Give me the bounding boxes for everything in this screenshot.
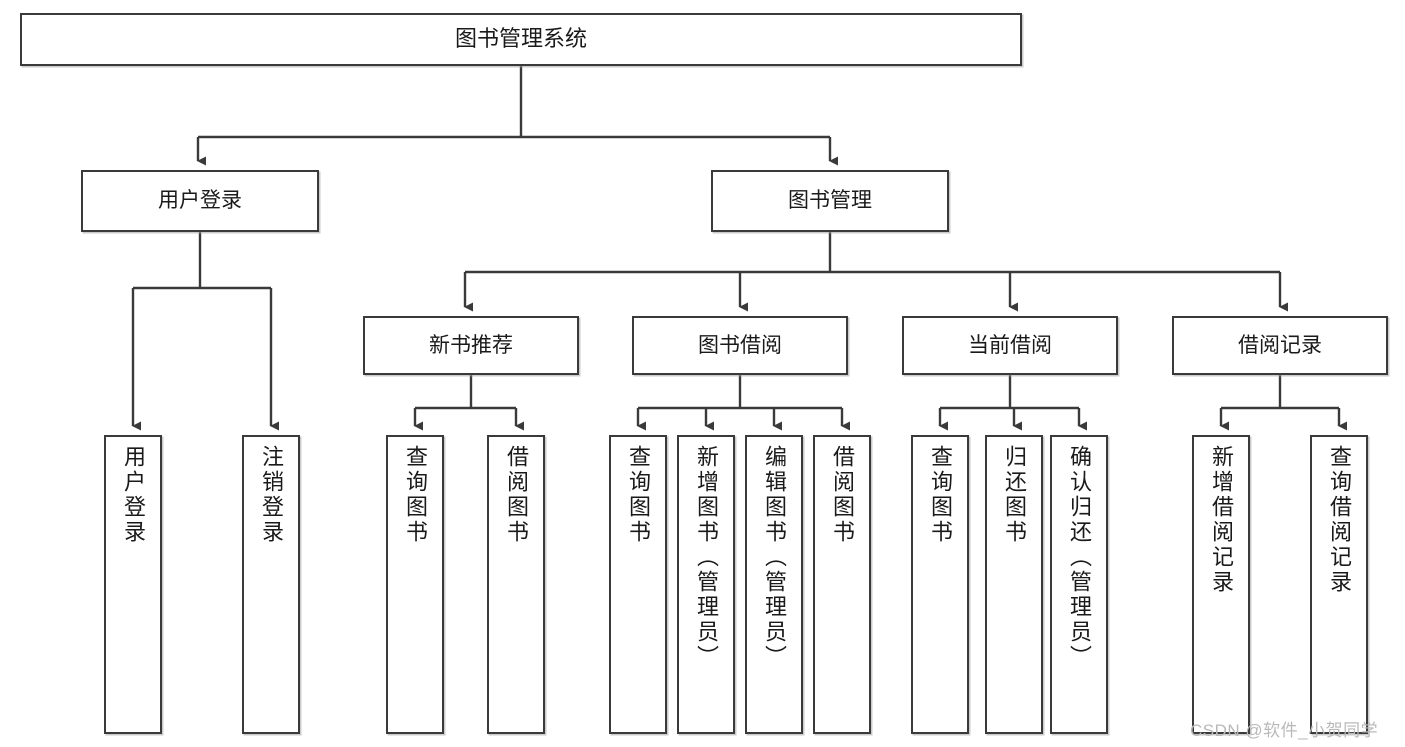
node-leaf-borrow-book-2-label: 借阅图书 bbox=[830, 445, 855, 545]
node-user-login-label: 用户登录 bbox=[158, 189, 242, 213]
node-leaf-user-login-label: 用户登录 bbox=[121, 445, 146, 545]
node-leaf-query-book-3-label: 查询图书 bbox=[928, 445, 953, 545]
node-leaf-query-book-2[interactable]: 查询图书 bbox=[609, 435, 667, 734]
node-leaf-query-book-3[interactable]: 查询图书 bbox=[911, 435, 969, 734]
node-borrow-record-label: 借阅记录 bbox=[1238, 333, 1322, 357]
node-book-borrow[interactable]: 图书借阅 bbox=[632, 316, 848, 375]
node-leaf-query-book-1-label: 查询图书 bbox=[403, 445, 428, 545]
node-leaf-borrow-book-2[interactable]: 借阅图书 bbox=[813, 435, 871, 734]
node-leaf-add-book[interactable]: 新增图书（管理员） bbox=[677, 435, 735, 734]
node-leaf-borrow-book-1[interactable]: 借阅图书 bbox=[487, 435, 545, 734]
node-book-manage[interactable]: 图书管理 bbox=[711, 170, 949, 232]
node-root-label: 图书管理系统 bbox=[454, 26, 587, 52]
node-new-book-rec-label: 新书推荐 bbox=[429, 333, 513, 357]
node-leaf-confirm-return-label: 确认归还（管理员） bbox=[1067, 445, 1092, 670]
node-leaf-query-book-1[interactable]: 查询图书 bbox=[386, 435, 444, 734]
node-leaf-logout-label: 注销登录 bbox=[259, 445, 284, 545]
node-leaf-logout[interactable]: 注销登录 bbox=[242, 435, 300, 734]
node-leaf-edit-book[interactable]: 编辑图书（管理员） bbox=[745, 435, 803, 734]
node-book-borrow-label: 图书借阅 bbox=[698, 333, 782, 357]
node-user-login[interactable]: 用户登录 bbox=[81, 170, 319, 232]
node-current-borrow[interactable]: 当前借阅 bbox=[902, 316, 1118, 375]
node-leaf-confirm-return[interactable]: 确认归还（管理员） bbox=[1050, 435, 1108, 734]
node-leaf-user-login[interactable]: 用户登录 bbox=[104, 435, 162, 734]
node-leaf-query-book-2-label: 查询图书 bbox=[626, 445, 651, 545]
node-borrow-record[interactable]: 借阅记录 bbox=[1172, 316, 1388, 375]
node-leaf-borrow-book-1-label: 借阅图书 bbox=[504, 445, 529, 545]
node-leaf-edit-book-label: 编辑图书（管理员） bbox=[762, 445, 787, 670]
node-new-book-rec[interactable]: 新书推荐 bbox=[363, 316, 579, 375]
node-leaf-add-book-label: 新增图书（管理员） bbox=[694, 445, 719, 670]
node-root[interactable]: 图书管理系统 bbox=[20, 13, 1022, 66]
node-leaf-add-record[interactable]: 新增借阅记录 bbox=[1192, 435, 1250, 734]
node-leaf-query-record-label: 查询借阅记录 bbox=[1327, 445, 1352, 595]
node-current-borrow-label: 当前借阅 bbox=[968, 333, 1052, 357]
node-leaf-add-record-label: 新增借阅记录 bbox=[1209, 445, 1234, 595]
node-leaf-query-record[interactable]: 查询借阅记录 bbox=[1310, 435, 1368, 734]
node-leaf-return-book-label: 归还图书 bbox=[1002, 445, 1027, 545]
watermark: CSDN @软件_小贺同学 bbox=[1190, 721, 1379, 740]
node-book-manage-label: 图书管理 bbox=[788, 189, 872, 213]
node-leaf-return-book[interactable]: 归还图书 bbox=[985, 435, 1043, 734]
